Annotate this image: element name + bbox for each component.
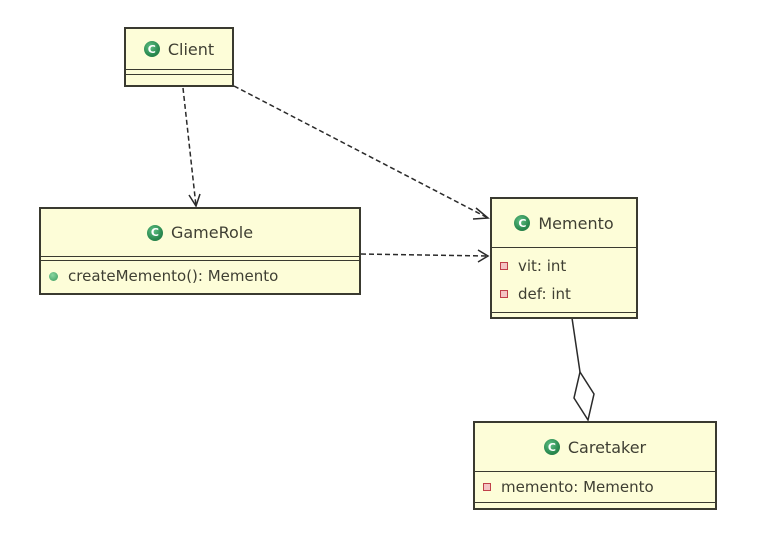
open-arrowhead-icon <box>477 249 490 263</box>
class-name: Memento <box>538 213 614 233</box>
fields-compartment: memento: Memento <box>475 472 715 503</box>
fields-compartment <box>41 257 359 261</box>
fields-compartment: vit: int def: int <box>492 248 636 313</box>
class-header: C Client <box>126 29 232 70</box>
dependency-gamerole-memento[interactable] <box>360 249 490 263</box>
methods-compartment <box>492 313 636 317</box>
class-icon: C <box>143 41 160 57</box>
class-icon: C <box>514 215 531 231</box>
dependency-client-gamerole[interactable] <box>182 87 201 208</box>
class-name: Client <box>167 39 215 59</box>
class-gamerole[interactable]: C GameRole createMemento(): Memento <box>39 207 361 295</box>
hollow-diamond-icon <box>573 370 595 422</box>
class-header: C GameRole <box>41 209 359 257</box>
class-icon: C <box>543 439 560 455</box>
dependency-client-memento[interactable] <box>233 85 490 220</box>
private-visibility-icon <box>483 483 491 491</box>
class-client[interactable]: C Client <box>124 27 234 87</box>
field-text: memento: Memento <box>501 478 654 496</box>
field-item[interactable]: def: int <box>492 280 636 308</box>
class-name: Caretaker <box>567 437 647 457</box>
methods-compartment <box>475 503 715 507</box>
fields-compartment <box>126 70 232 75</box>
field-text: vit: int <box>518 257 567 275</box>
field-text: def: int <box>518 285 571 303</box>
open-arrowhead-icon <box>188 193 201 208</box>
public-visibility-icon <box>49 271 58 281</box>
field-item[interactable]: vit: int <box>492 252 636 280</box>
class-name: GameRole <box>170 223 254 242</box>
method-signature: createMemento(): Memento <box>68 267 279 285</box>
class-header: C Caretaker <box>475 423 715 472</box>
aggregation-caretaker-memento[interactable] <box>571 317 595 422</box>
class-header: C Memento <box>492 199 636 248</box>
open-arrowhead-icon <box>472 207 490 220</box>
field-item[interactable]: memento: Memento <box>475 472 715 502</box>
class-memento[interactable]: C Memento vit: int def: int <box>490 197 638 319</box>
method-item[interactable]: createMemento(): Memento <box>41 261 359 291</box>
private-visibility-icon <box>500 290 508 298</box>
class-caretaker[interactable]: C Caretaker memento: Memento <box>473 421 717 510</box>
private-visibility-icon <box>500 262 508 270</box>
class-icon: C <box>146 224 163 241</box>
methods-compartment <box>126 75 232 81</box>
